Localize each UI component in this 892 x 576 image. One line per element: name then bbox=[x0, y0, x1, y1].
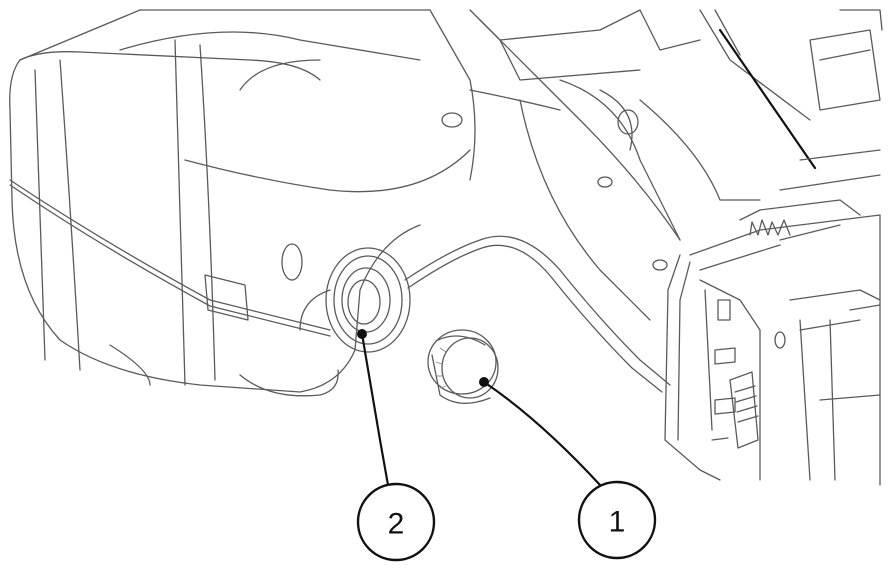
leader-lines bbox=[357, 329, 602, 487]
callout-circle bbox=[577, 480, 657, 560]
main-housing bbox=[9, 9, 471, 397]
connector-module bbox=[664, 199, 881, 486]
leader-line-1 bbox=[482, 380, 602, 487]
leader-line-2 bbox=[360, 332, 390, 487]
cable bbox=[404, 235, 671, 393]
callout-circle bbox=[356, 482, 436, 562]
top-frame bbox=[469, 9, 883, 201]
handle-arm bbox=[429, 9, 681, 321]
dust-cap bbox=[427, 329, 499, 404]
callout-label: 2 bbox=[388, 508, 405, 541]
callout-1: 1 bbox=[577, 480, 657, 560]
callout-2: 2 bbox=[356, 482, 436, 562]
callout-label: 1 bbox=[609, 506, 626, 539]
